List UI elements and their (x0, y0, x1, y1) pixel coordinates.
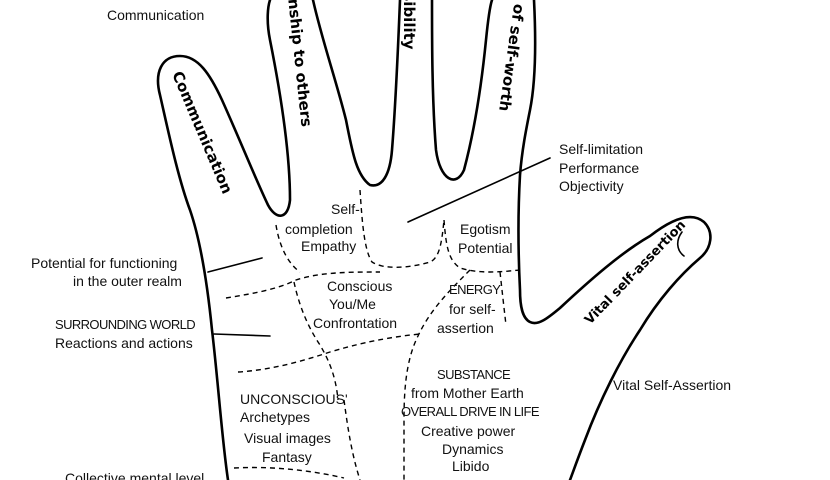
pointer-potential-outer (207, 257, 263, 273)
dash-head-line (237, 333, 421, 373)
label-vital-self-assertion: Vital Self-Assertion (613, 377, 731, 393)
label-objectivity: Objectivity (559, 178, 624, 194)
dash-heart-line (225, 271, 381, 299)
finger-label-middle: Responsibility (400, 0, 418, 50)
dash-energy-right (499, 271, 507, 326)
label-mother-earth: from Mother Earth (411, 385, 524, 401)
dash-lower-left (343, 399, 361, 480)
index-finger-right-edge (517, 0, 712, 480)
label-egotism: Egotism (460, 221, 511, 237)
dash-mound-3 (443, 219, 521, 273)
label-reactions-actions: Reactions and actions (55, 335, 193, 351)
label-communication-top: Communication (107, 7, 204, 23)
label-substance: SUBSTANCE (437, 367, 511, 382)
label-outer-realm: in the outer realm (73, 273, 182, 289)
dash-mound-2 (359, 189, 445, 268)
label-archetypes: Archetypes (240, 409, 310, 425)
label-empathy: Empathy (301, 238, 356, 254)
label-energy: ENERGY (449, 282, 501, 297)
pointer-self-limitation (407, 157, 551, 223)
label-libido: Libido (452, 458, 490, 474)
finger-label-index: Sense of self-worth (495, 0, 536, 113)
label-surrounding-world: SURROUNDING WORLD (55, 317, 195, 332)
label-self: Self- (331, 201, 360, 217)
label-confrontation: Confrontation (313, 315, 397, 331)
dash-conscious-left (293, 281, 339, 401)
label-unconscious: UNCONSCIOUS' (240, 391, 348, 407)
label-fantasy: Fantasy (262, 449, 312, 465)
label-you-me: You/Me (329, 296, 376, 312)
label-self-limitation: Self-limitation (559, 141, 643, 157)
finger-label-ring: Relationship to others (278, 0, 316, 128)
ring-finger-right-edge (311, 0, 402, 187)
label-dynamics: Dynamics (442, 441, 503, 457)
label-assertion: assertion (437, 320, 494, 336)
label-visual-images: Visual images (244, 430, 331, 446)
thumb-inner-curve (676, 231, 685, 257)
label-performance: Performance (559, 160, 639, 176)
label-completion: completion (285, 221, 353, 237)
pointer-surrounding-world (213, 333, 271, 337)
dash-mound-1 (275, 224, 301, 273)
label-collective-mental: Collective mental level (65, 470, 204, 480)
label-conscious: Conscious (327, 278, 392, 294)
label-overall-drive: OVERALL DRIVE IN LIFE (401, 404, 540, 419)
label-potential-functioning: Potential for functioning (31, 255, 177, 271)
dash-life-line (403, 269, 471, 480)
label-for-self: for self- (449, 301, 496, 317)
hand-outline (156, 0, 292, 480)
middle-finger-right-edge (430, 0, 494, 181)
label-creative-power: Creative power (421, 423, 515, 439)
dash-bottom (233, 466, 345, 479)
label-potential: Potential (458, 240, 512, 256)
